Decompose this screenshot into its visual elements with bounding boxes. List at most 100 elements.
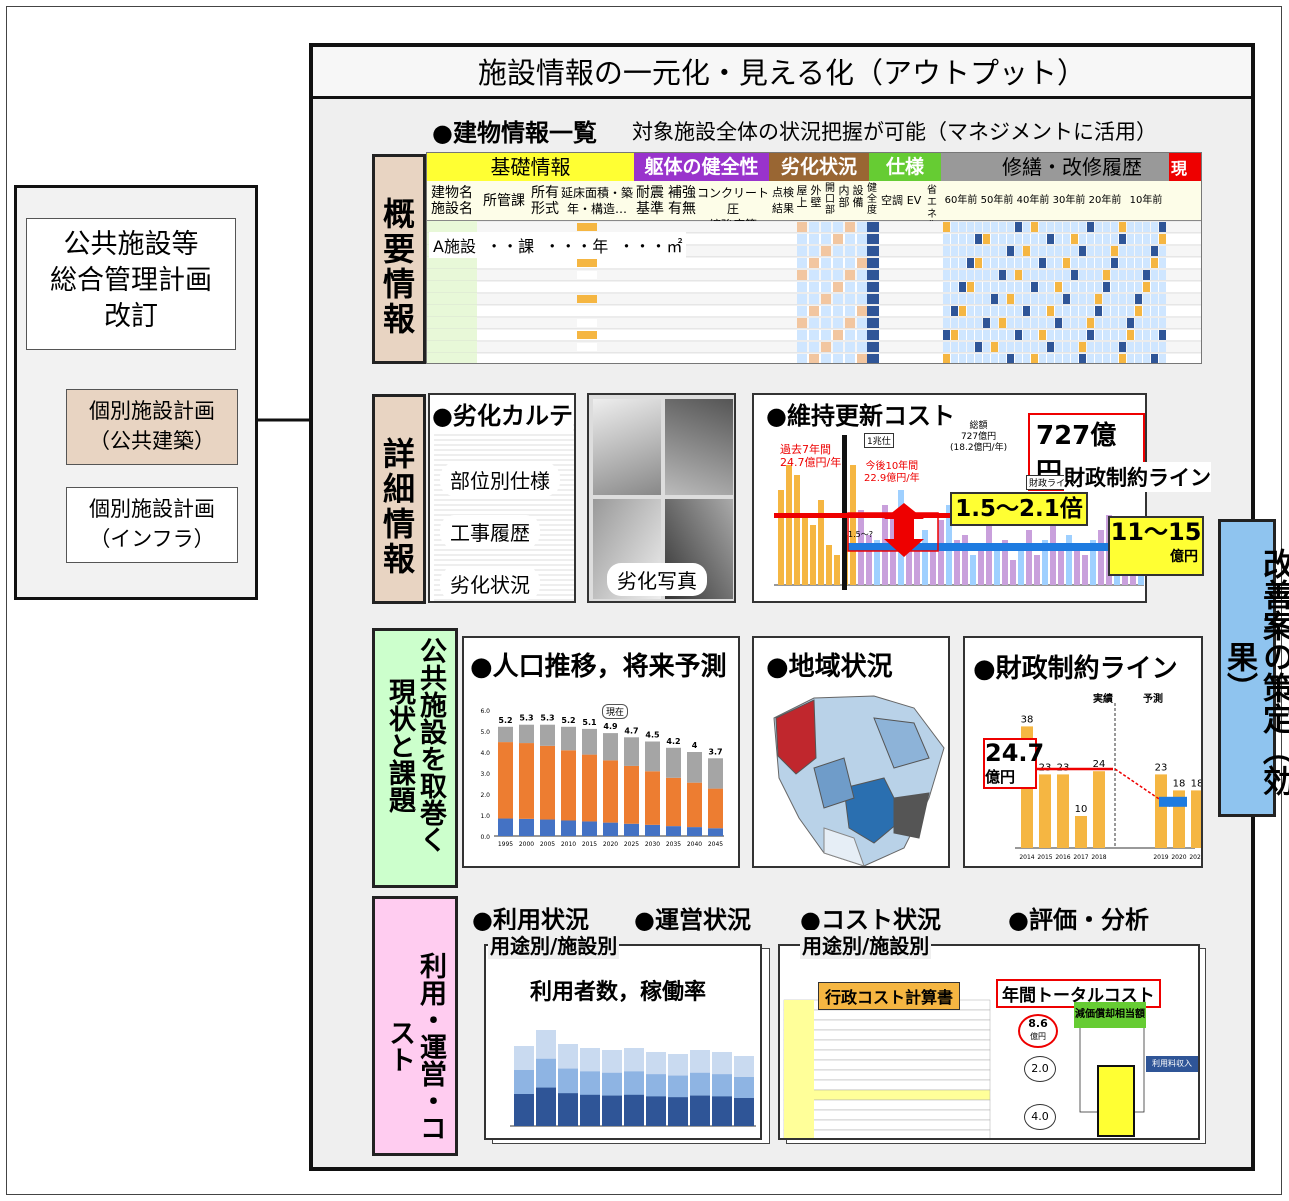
history-cell	[999, 282, 1006, 292]
cost-gap-arrow	[884, 503, 924, 557]
table-cell	[867, 330, 879, 340]
pop-bar-young	[687, 827, 702, 836]
table-cell	[821, 222, 831, 232]
history-cell	[1143, 282, 1150, 292]
history-cell	[943, 234, 950, 244]
pop-bar-working	[582, 754, 597, 822]
cost-row	[783, 1019, 991, 1031]
usage-bar-inner	[536, 1087, 556, 1126]
region-panel: ●地域状況	[752, 636, 950, 868]
history-cell	[1103, 270, 1110, 280]
table-cell	[857, 318, 867, 328]
history-cell	[1047, 246, 1054, 256]
history-cell	[1079, 306, 1086, 316]
col-inspection: 点検 結果	[772, 186, 794, 215]
table-cell	[797, 294, 807, 304]
cost-bar	[818, 500, 824, 585]
table-cell	[821, 354, 831, 363]
history-cell	[1111, 354, 1118, 363]
history-cell	[1159, 306, 1166, 316]
table-cell	[427, 317, 477, 329]
history-cell	[1039, 234, 1046, 244]
history-cell	[1151, 342, 1158, 352]
population-title: ●人口推移，将来予測	[470, 652, 727, 682]
col-seismic: 耐震 基準	[636, 185, 664, 217]
fiscal-range-marker	[1159, 796, 1187, 807]
table-cell	[797, 282, 807, 292]
history-cell	[959, 282, 966, 292]
history-cell	[1023, 258, 1030, 268]
history-cell	[1159, 246, 1166, 256]
history-cell	[983, 258, 990, 268]
history-cell	[967, 282, 974, 292]
admin-cost-title: 行政コスト計算書	[818, 982, 961, 1010]
table-cell	[833, 246, 843, 256]
pop-year-label: 2035	[666, 841, 681, 848]
col-reinforce: 補強 有無	[668, 185, 696, 217]
history-cell	[975, 222, 982, 232]
history-cell	[1111, 282, 1118, 292]
cost-bar	[986, 525, 992, 585]
table-cell	[857, 222, 867, 232]
fiscal-highlight-box: 24.7 億円	[983, 738, 1044, 789]
history-cell	[1119, 294, 1126, 304]
cost-row	[783, 1069, 991, 1081]
pop-bar-young	[645, 824, 660, 836]
history-cell	[1103, 330, 1110, 340]
cost-title: ●維持更新コスト	[766, 402, 955, 430]
history-cell	[983, 342, 990, 352]
fiscal-bar	[1155, 774, 1167, 848]
table-cell	[427, 329, 477, 341]
history-cell	[1159, 282, 1166, 292]
pop-year-label: 2005	[540, 841, 555, 848]
pop-year-label: 2015	[582, 841, 597, 848]
fee-income-label: 利用料収入	[1146, 1056, 1198, 1072]
history-cell	[1007, 306, 1014, 316]
table-cell	[845, 330, 855, 340]
history-cell	[975, 246, 982, 256]
usage-heading-4: ●評価・分析	[1008, 906, 1149, 934]
fiscal-year-label: 2021	[1189, 854, 1203, 861]
history-cell	[1031, 330, 1038, 340]
table-cell	[577, 223, 597, 231]
history-cell	[1063, 294, 1070, 304]
history-cell	[1087, 222, 1094, 232]
history-cell	[967, 294, 974, 304]
history-cell	[1047, 330, 1054, 340]
cost-total-small: 総額 727億円 (18.2億円/年)	[950, 421, 1008, 453]
table-cell	[857, 270, 867, 280]
history-cell	[1007, 318, 1014, 328]
history-cell	[959, 306, 966, 316]
history-cell	[1127, 342, 1134, 352]
history-cell	[1095, 234, 1102, 244]
fiscal-year-label: 2019	[1153, 854, 1168, 861]
pop-tick-label: 2.0	[480, 792, 490, 799]
table-cell	[857, 282, 867, 292]
section-current-label: 公共施設を取巻く 現状と課題	[384, 637, 446, 853]
building-table: 基礎情報 躯体の健全性 劣化状況 仕様 修繕・改修履歴 現在 建物名 施設名 所…	[426, 152, 1202, 364]
col-wall: 外 壁	[810, 184, 822, 209]
table-cell	[867, 258, 879, 268]
table-cell	[797, 354, 807, 363]
history-cell	[991, 294, 998, 304]
history-cell	[1103, 282, 1110, 292]
table-cell	[797, 222, 807, 232]
pop-bar-senior	[498, 726, 513, 743]
region-title: ●地域状況	[766, 652, 893, 682]
pop-bar-working	[603, 760, 618, 823]
fiscal-bar	[1057, 774, 1069, 848]
history-cell	[1039, 270, 1046, 280]
history-cell	[983, 294, 990, 304]
history-cell	[1071, 270, 1078, 280]
cost-range-badge: 11～15 億円	[1108, 516, 1204, 576]
history-cell	[951, 294, 958, 304]
history-cell	[1087, 234, 1094, 244]
fiscal-year-label: 2017	[1073, 854, 1088, 861]
cost-row	[783, 1009, 991, 1021]
history-cell	[991, 258, 998, 268]
cost-bar	[826, 545, 832, 585]
history-cell	[1039, 354, 1046, 363]
table-cell	[857, 330, 867, 340]
annual-value-3: 4.0	[1024, 1104, 1056, 1130]
history-cell	[1055, 222, 1062, 232]
